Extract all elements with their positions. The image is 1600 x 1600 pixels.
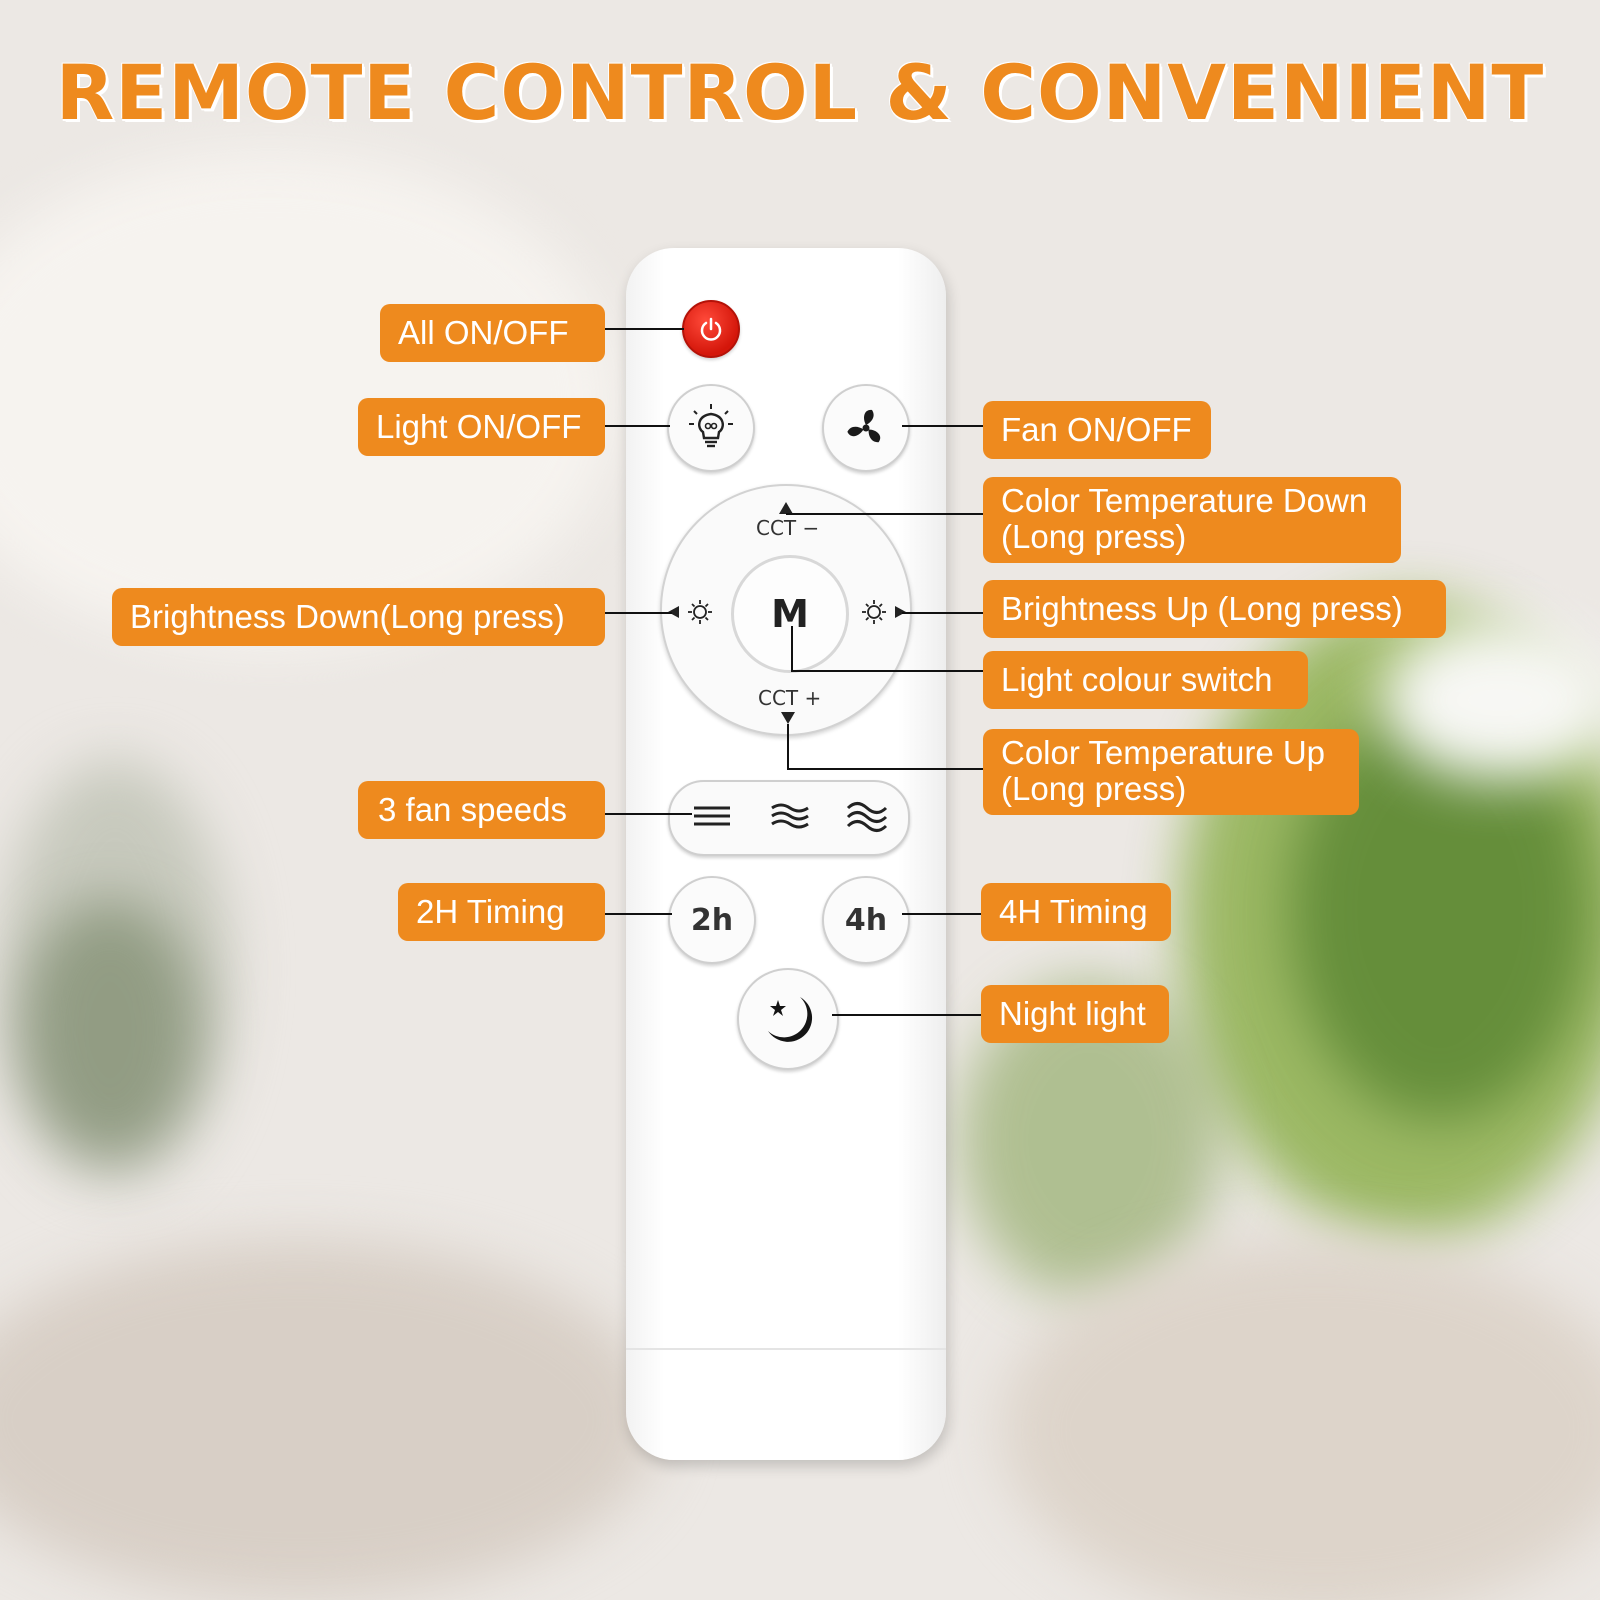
mode-button[interactable]: M <box>731 555 849 673</box>
timer-4h-label: 4h <box>844 902 888 938</box>
mode-button-label: M <box>771 592 809 636</box>
connector-2h <box>604 913 672 915</box>
connector-cct-up-vertical <box>787 724 789 770</box>
fan-toggle-button[interactable] <box>822 384 910 472</box>
power-icon <box>700 317 722 341</box>
callout-cct-up-line1: Color Temperature Up <box>1001 734 1326 771</box>
connector-fan-speeds <box>604 813 692 815</box>
callout-4h-timing: 4H Timing <box>981 883 1171 941</box>
connector-mode-vertical <box>791 626 793 672</box>
fan-speed-low-icon[interactable] <box>692 803 732 829</box>
callout-fan-on-off: Fan ON/OFF <box>983 401 1211 459</box>
callout-cct-up: Color Temperature Up (Long press) <box>983 729 1359 815</box>
callout-night-light: Night light <box>981 985 1169 1043</box>
cct-plus-button[interactable]: CCT + <box>758 686 822 710</box>
connector-4h <box>902 913 982 915</box>
callout-brightness-down: Brightness Down(Long press) <box>112 588 605 646</box>
brightness-down-button[interactable] <box>668 598 718 626</box>
brightness-up-button[interactable] <box>856 598 906 626</box>
callout-brightness-up: Brightness Up (Long press) <box>983 580 1446 638</box>
connector-cct-up-horizontal <box>787 768 984 770</box>
brightness-up-icon <box>862 600 906 624</box>
cct-minus-button[interactable]: CCT − <box>756 516 820 540</box>
callout-light-colour-switch: Light colour switch <box>983 651 1308 709</box>
battery-cover-seam <box>626 1348 946 1350</box>
moon-star-icon <box>768 997 813 1042</box>
fan-speed-high-icon[interactable] <box>846 799 888 833</box>
connector-light <box>604 425 670 427</box>
connector-cct-down <box>786 513 984 515</box>
callout-cct-up-line2: (Long press) <box>1001 770 1187 807</box>
callout-fan-speeds: 3 fan speeds <box>358 781 605 839</box>
light-toggle-button[interactable] <box>667 384 755 472</box>
connector-night-light <box>832 1014 982 1016</box>
callout-light-on-off: Light ON/OFF <box>358 398 605 456</box>
cct-minus-arrow-icon <box>779 502 793 514</box>
callout-all-on-off: All ON/OFF <box>380 304 605 362</box>
callout-cct-down-line1: Color Temperature Down <box>1001 482 1368 519</box>
callout-2h-timing: 2H Timing <box>398 883 605 941</box>
brightness-down-icon <box>668 600 712 624</box>
cct-plus-arrow-icon <box>781 712 795 724</box>
connector-mode-horizontal <box>791 670 984 672</box>
connector-brightness-down <box>604 612 672 614</box>
connector-all-on-off <box>604 328 684 330</box>
headline: REMOTE CONTROL & CONVENIENT <box>55 48 1545 137</box>
callout-cct-down-line2: (Long press) <box>1001 518 1187 555</box>
connector-brightness-up <box>902 612 984 614</box>
fan-icon <box>847 409 881 443</box>
timer-4h-button[interactable]: 4h <box>822 876 910 964</box>
all-power-button[interactable] <box>682 300 740 358</box>
timer-2h-button[interactable]: 2h <box>668 876 756 964</box>
night-light-button[interactable] <box>737 968 839 1070</box>
light-bulb-icon <box>689 404 733 448</box>
timer-2h-label: 2h <box>690 902 734 938</box>
fan-speed-mid-icon[interactable] <box>770 801 810 831</box>
connector-fan <box>902 425 984 427</box>
callout-cct-down: Color Temperature Down (Long press) <box>983 477 1401 563</box>
